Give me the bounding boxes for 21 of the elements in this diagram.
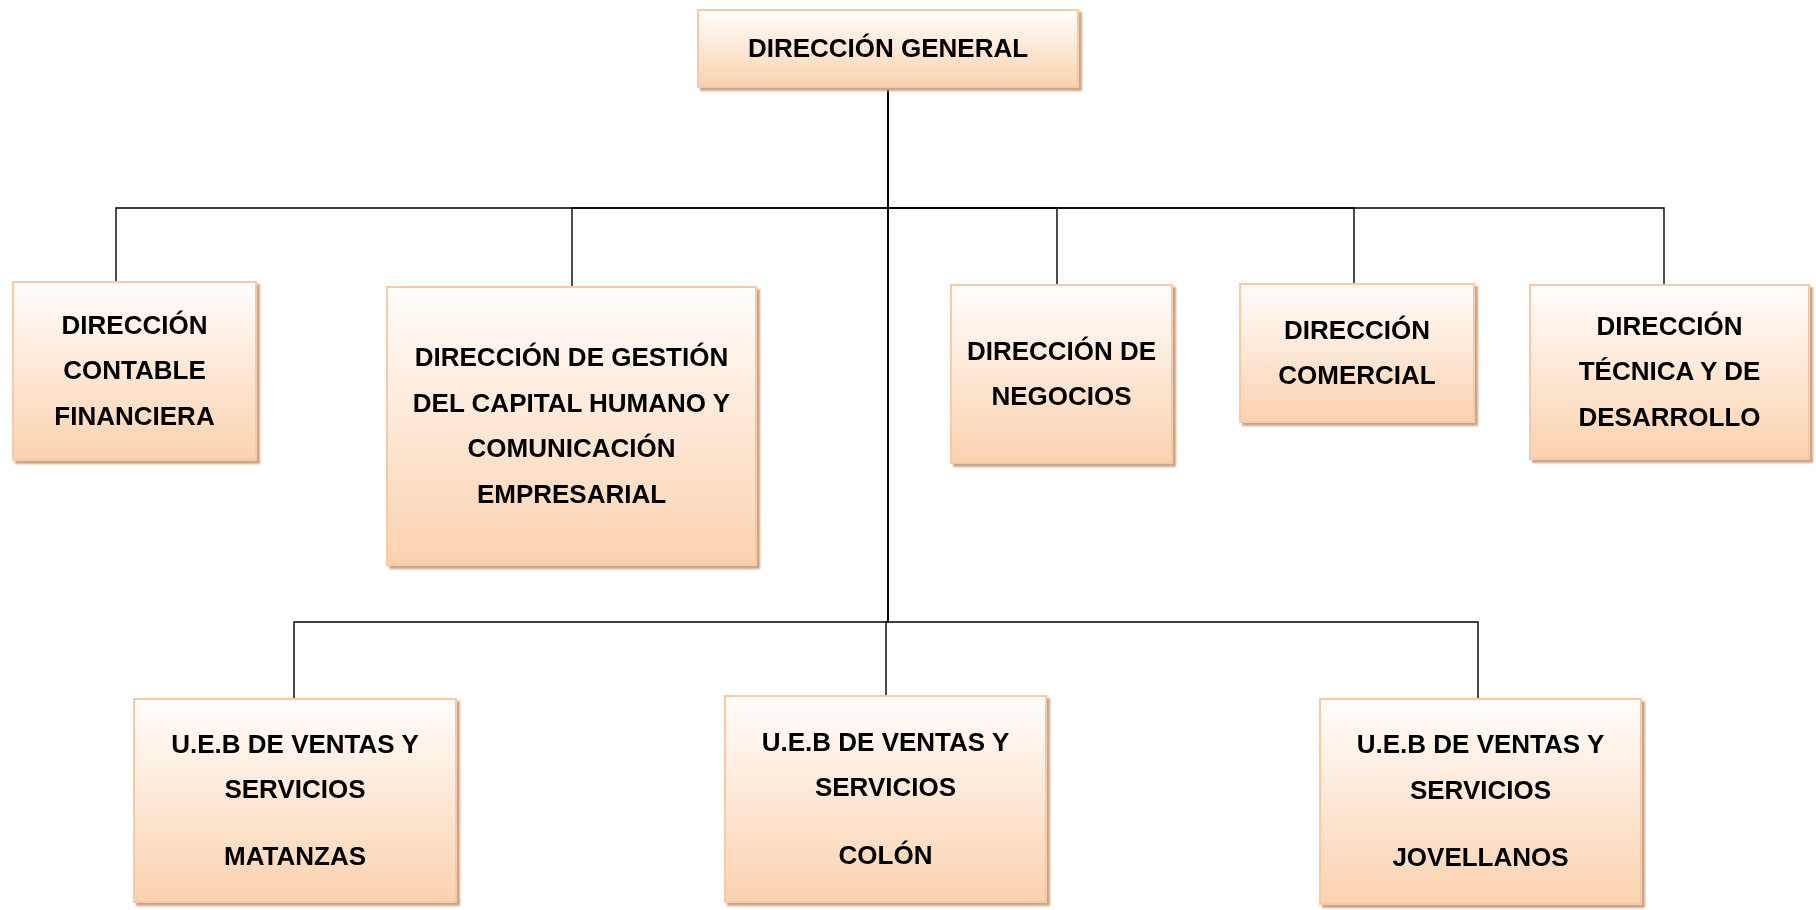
- box-label: DIRECCIÓN CONTABLE FINANCIERA: [53, 308, 216, 433]
- box-label: DIRECCIÓN GENERAL: [747, 31, 1029, 65]
- box-label: DIRECCIÓN DE NEGOCIOS: [965, 334, 1158, 413]
- box-label: U.E.B DE VENTAS Y SERVICIOS: [170, 727, 420, 806]
- org-box: [697, 9, 1079, 88]
- org-box: [724, 695, 1047, 903]
- box-label: DIRECCIÓN DE GESTIÓN DEL CAPITAL HUMANO Y COMUNICACIÓN EMPRESARIAL: [411, 341, 732, 511]
- org-box: [1529, 284, 1810, 460]
- box-label: JOVELLANOS: [1392, 841, 1569, 875]
- box-label: DIRECCIÓN TÉCNICA Y DE DESARROLLO: [1577, 309, 1762, 434]
- box-label: DIRECCIÓN COMERCIAL: [1277, 313, 1437, 392]
- box-label: COLÓN: [838, 839, 933, 872]
- org-box: [12, 281, 257, 461]
- box-label: U.E.B DE VENTAS Y SERVICIOS: [1355, 728, 1606, 807]
- box-label: MATANZAS: [224, 840, 366, 873]
- org-box: [1319, 698, 1642, 905]
- box-label: U.E.B DE VENTAS Y SERVICIOS: [760, 725, 1011, 804]
- org-box: [1239, 283, 1475, 423]
- org-box: [950, 284, 1173, 464]
- org-box: [386, 286, 757, 566]
- org-box: [133, 698, 457, 903]
